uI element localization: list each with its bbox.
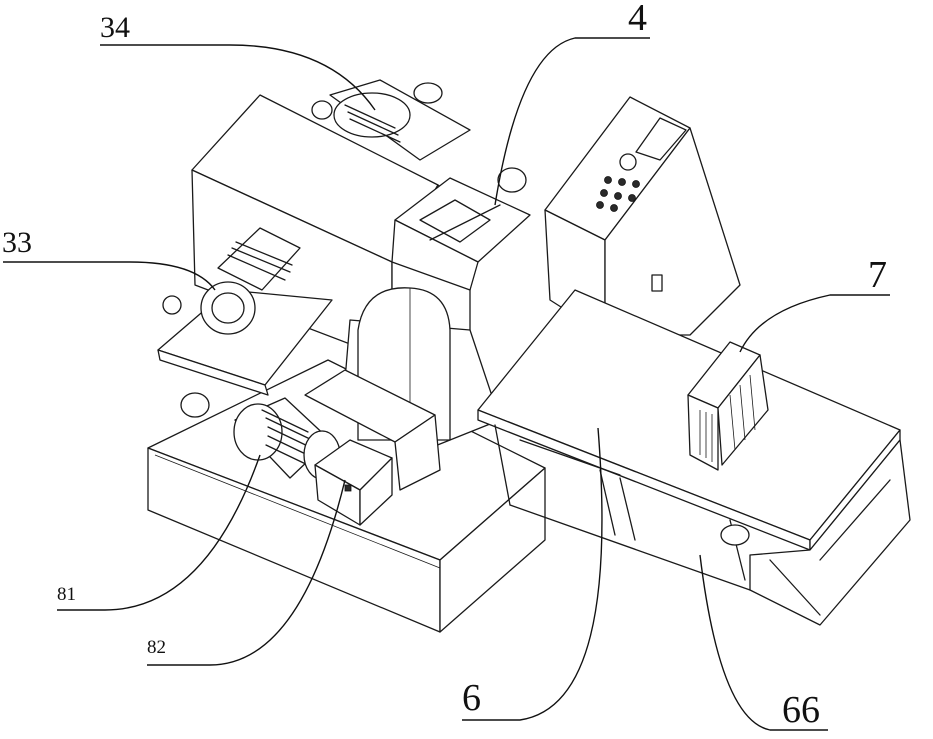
- leader-33: [3, 262, 215, 290]
- leader-34: [100, 45, 375, 110]
- label-34: 34: [100, 11, 130, 44]
- label-4: 4: [628, 0, 647, 39]
- label-7: 7: [868, 254, 887, 296]
- leader-7: [740, 295, 890, 352]
- label-66: 66: [782, 689, 820, 731]
- label-82: 82: [147, 637, 166, 658]
- label-81: 81: [57, 584, 76, 605]
- label-6: 6: [462, 677, 481, 719]
- label-33: 33: [2, 226, 32, 259]
